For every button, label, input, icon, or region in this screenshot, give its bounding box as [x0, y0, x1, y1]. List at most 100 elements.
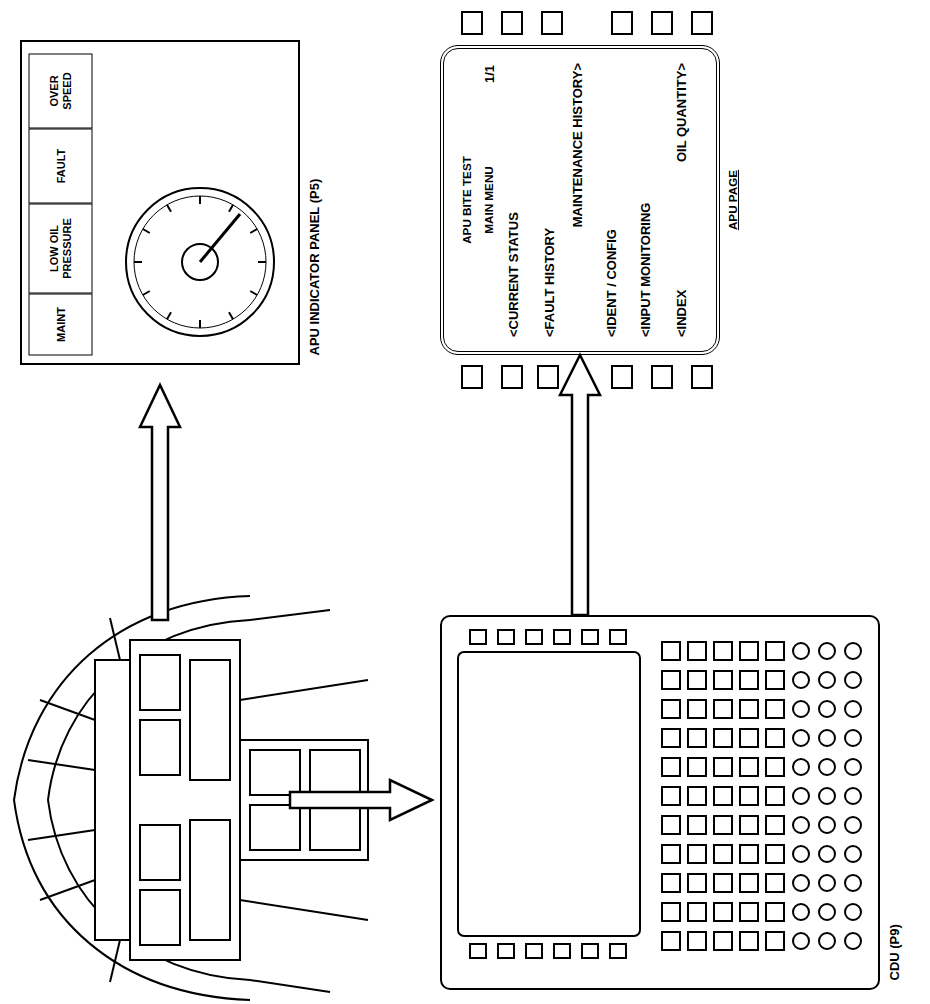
instrument — [190, 820, 230, 940]
cdu-key — [662, 758, 680, 776]
line-select-key — [502, 12, 522, 34]
dial-tick — [229, 205, 233, 212]
instrument — [140, 655, 180, 710]
cdu-key — [740, 845, 758, 863]
cdu-key — [662, 642, 680, 660]
floor-line — [250, 980, 330, 992]
cdu-key — [793, 643, 809, 659]
cdu-key — [740, 671, 758, 689]
cdu-key — [793, 701, 809, 717]
cdu-key — [766, 700, 784, 718]
screen-line: OIL QUANTITY> — [674, 63, 690, 162]
cdu-key — [714, 671, 732, 689]
cdu-key — [662, 700, 680, 718]
cdu-key — [714, 700, 732, 718]
cdu-key — [819, 701, 835, 717]
line-select-key — [612, 366, 632, 388]
cdu-key — [714, 758, 732, 776]
cdu-key — [819, 788, 835, 804]
cdu-key — [714, 816, 732, 834]
cdu-key — [662, 816, 680, 834]
light-label: LOW OIL PRESSURE — [47, 206, 72, 290]
pointer-arrow — [290, 780, 432, 820]
cdu-key — [740, 874, 758, 892]
cdu-key — [766, 787, 784, 805]
cdu-key — [688, 932, 706, 950]
instrument — [140, 825, 180, 880]
cdu-key — [662, 729, 680, 747]
cdu-key — [845, 672, 861, 688]
line-select-key — [652, 12, 672, 34]
cdu-key — [793, 875, 809, 891]
cdu-key — [793, 904, 809, 920]
line-select-key — [462, 12, 482, 34]
screen-line: <INDEX — [674, 290, 690, 337]
cdu-key — [662, 671, 680, 689]
cdu-key — [766, 671, 784, 689]
annunciator-light: MAINT — [28, 293, 92, 355]
cdu-key — [766, 642, 784, 660]
cdu-key — [766, 816, 784, 834]
dial-tick — [258, 261, 266, 263]
line-select-key — [612, 12, 632, 34]
cdu-key — [793, 759, 809, 775]
line-select-key — [582, 630, 598, 644]
cdu-key — [740, 729, 758, 747]
cdu-page-screen: APU PAGEAPU BITE TESTMAIN MENU1/1<CURREN… — [440, 45, 720, 355]
window-frame — [28, 830, 95, 840]
cdu-key — [688, 845, 706, 863]
dial-tick — [143, 291, 150, 295]
dial-tick — [134, 261, 142, 263]
cdu-key — [662, 787, 680, 805]
pedestal-unit — [250, 805, 300, 850]
cdu-key — [688, 642, 706, 660]
cdu-key — [819, 817, 835, 833]
line-select-key — [462, 366, 482, 388]
dial-tick — [250, 291, 257, 295]
windshield-inner-arc — [48, 620, 250, 980]
line-select-keys — [462, 12, 712, 388]
cdu-key — [688, 671, 706, 689]
rotated-content: APU PAGEAPU BITE TESTMAIN MENU1/1<CURREN… — [444, 49, 716, 351]
line-select-key — [498, 630, 514, 644]
cdu-key — [845, 701, 861, 717]
line-select-key — [554, 630, 570, 644]
cdu-key — [662, 932, 680, 950]
apu-egt-dial — [126, 188, 274, 336]
cdu-drawing — [458, 630, 861, 958]
cdu-key — [740, 932, 758, 950]
screen-caption: APU PAGE — [726, 49, 740, 351]
cdu-key — [819, 933, 835, 949]
display-arrow — [560, 355, 600, 615]
line-select-key — [538, 366, 558, 388]
cdu-key — [714, 932, 732, 950]
cdu-key — [740, 816, 758, 834]
cdu-key — [688, 729, 706, 747]
annunciator-light: LOW OIL PRESSURE — [28, 203, 92, 293]
cdu-key — [714, 787, 732, 805]
floor-line — [250, 610, 330, 620]
light-label: OVER SPEED — [47, 56, 72, 125]
cdu-key — [714, 642, 732, 660]
unit-caption: CDU (P9) — [886, 924, 902, 980]
cdu-key — [793, 788, 809, 804]
window-frame — [110, 940, 120, 982]
line-select-key — [692, 366, 712, 388]
instrument — [190, 660, 230, 780]
line-select-key — [652, 366, 672, 388]
line-select-key — [610, 630, 626, 644]
dial-tick — [250, 229, 257, 233]
line-select-key — [470, 630, 486, 644]
glareshield — [95, 660, 130, 940]
cdu-key — [766, 903, 784, 921]
cdu-key — [819, 730, 835, 746]
indicator-panel: APU INDICATOR PANEL (P5)MAINTLOW OIL PRE… — [20, 40, 300, 365]
cdu-key — [688, 758, 706, 776]
cdu-key — [845, 904, 861, 920]
cdu-key — [793, 846, 809, 862]
line-select-key — [470, 944, 486, 958]
annunciator-light: OVER SPEED — [28, 53, 92, 128]
dial-face — [134, 196, 266, 328]
cdu-key — [662, 903, 680, 921]
